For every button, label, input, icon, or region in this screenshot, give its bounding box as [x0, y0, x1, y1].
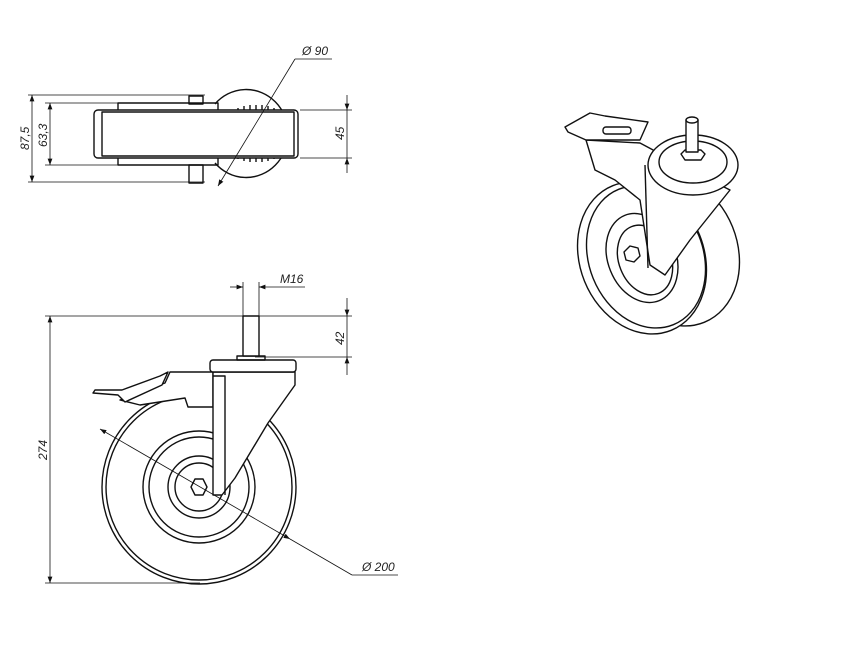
dim-63-3: 63,3 [36, 123, 50, 147]
iso-stem [685, 119, 699, 153]
top-view: 87,5 63,3 45 Ø 90 [18, 44, 352, 187]
dim-45: 45 [333, 126, 347, 140]
dim-274: 274 [36, 440, 50, 461]
dim-m16: M16 [280, 272, 304, 286]
dim-diameter-200: Ø 200 [361, 560, 395, 574]
axle-nut [190, 478, 208, 496]
dim-diameter-90: Ø 90 [301, 44, 328, 58]
iso-axle-nut [623, 245, 641, 263]
iso-fork-edge [644, 164, 649, 269]
wheel-tread-inner [101, 111, 295, 157]
iso-stem-top [685, 116, 699, 124]
axle-nut-bottom [188, 164, 204, 184]
dim-87-5: 87,5 [18, 126, 32, 150]
side-view: M16 42 274 Ø 200 [36, 272, 398, 585]
dim-42: 42 [333, 331, 347, 345]
threaded-stem [242, 315, 260, 357]
iso-wheel-tread-line [585, 185, 707, 329]
isometric-view [564, 112, 741, 335]
wheel-tread [93, 109, 299, 159]
axle-nut-top [188, 95, 204, 105]
top-plate [209, 359, 297, 373]
brake-lever [92, 371, 169, 403]
iso-brake-slot [602, 126, 632, 135]
